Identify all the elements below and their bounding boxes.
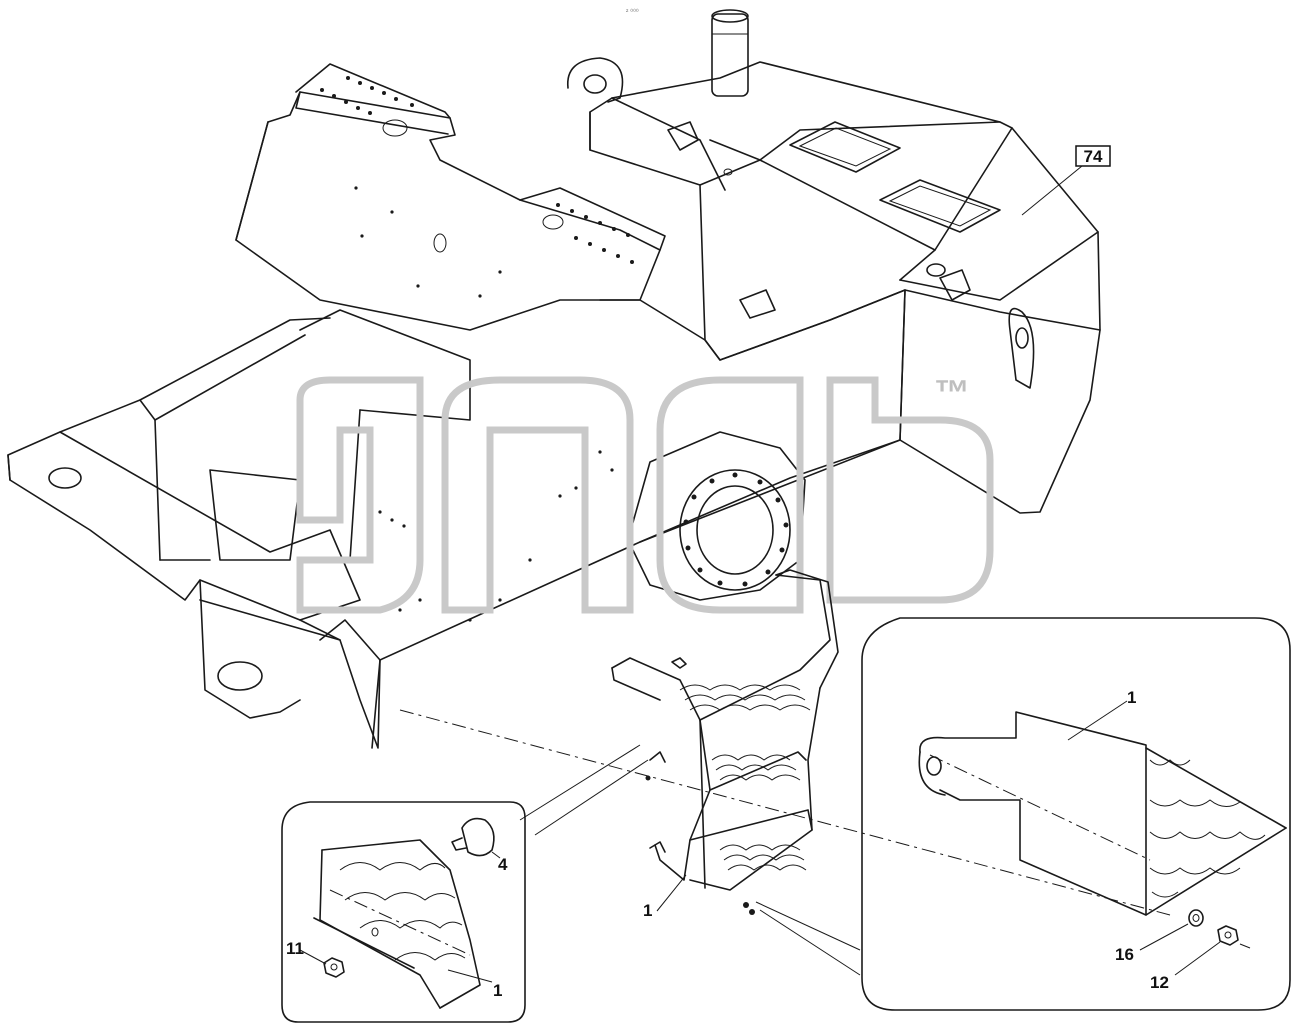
step-ladder-assembly bbox=[611, 569, 839, 915]
detail-view-left bbox=[281, 801, 526, 1023]
callout-11: 11 bbox=[286, 939, 304, 958]
leader-line-left-a bbox=[519, 744, 641, 821]
machine-frame bbox=[7, 9, 1101, 749]
assembly-line-main bbox=[399, 709, 1171, 916]
callout-1-step-leader bbox=[656, 874, 687, 912]
leader-line-right-a bbox=[755, 901, 861, 951]
assembly-line-detail bbox=[929, 754, 1151, 861]
detail-view-right bbox=[861, 617, 1291, 1011]
svg-text:74: 74 bbox=[1084, 147, 1103, 166]
leader-line-left-b bbox=[534, 759, 649, 836]
callout-1-detail-right: 1 bbox=[1127, 688, 1136, 707]
callout-1-step: 1 bbox=[643, 901, 652, 920]
assembly-line-left bbox=[329, 889, 471, 956]
callout-12: 12 bbox=[1150, 973, 1169, 992]
top-mark: ² ⁰⁰⁰ bbox=[626, 8, 639, 16]
callout-16: 16 bbox=[1115, 945, 1134, 964]
callout-1-detail-left: 1 bbox=[493, 981, 502, 1000]
leader-line-right-b bbox=[759, 909, 861, 976]
callout-4: 4 bbox=[498, 855, 508, 874]
watermark-trademark: ™ bbox=[934, 372, 970, 413]
callout-74: 74 bbox=[1021, 145, 1111, 216]
watermark-logo: ™ bbox=[296, 372, 994, 614]
